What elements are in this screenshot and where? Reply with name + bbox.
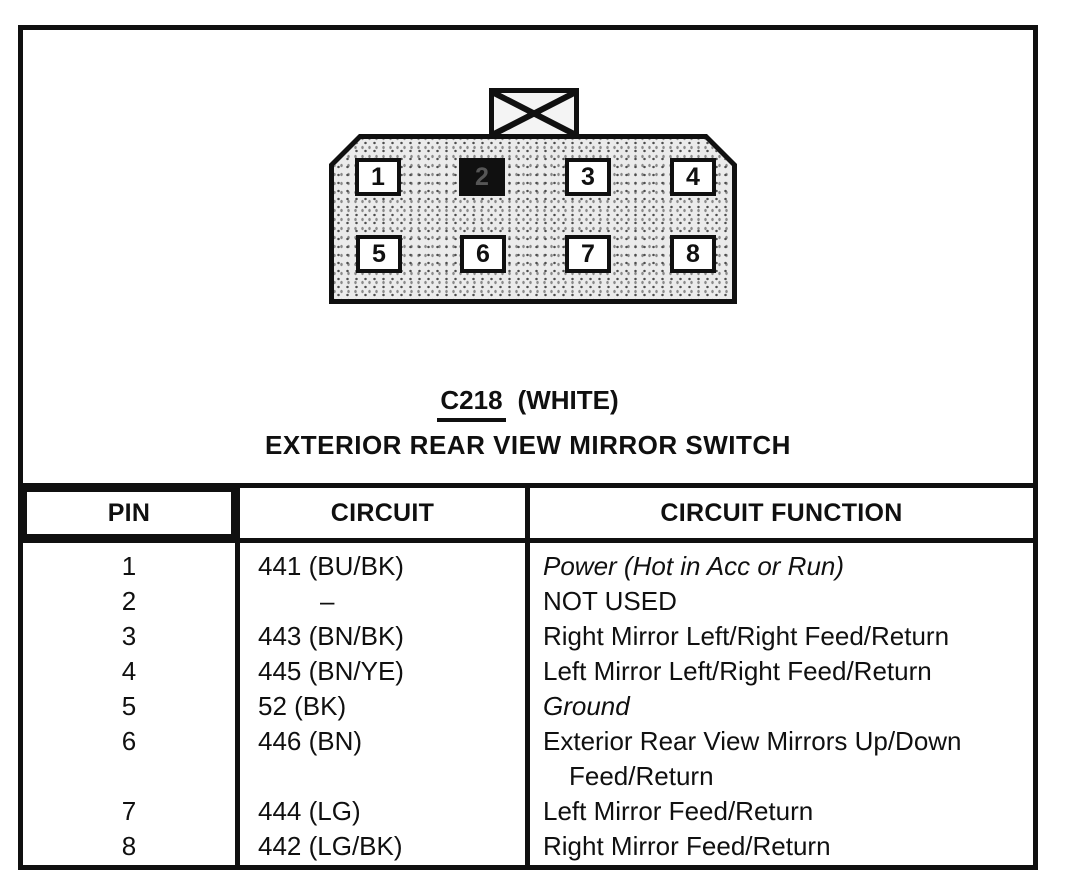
pin-cell: 8 (121, 831, 137, 861)
table-header-circuit: CIRCUIT (330, 499, 435, 527)
table-column-divider-2 (525, 483, 530, 865)
table-column-circuit-function: Power (Hot in Acc or Run) NOT USED Right M… (543, 549, 962, 864)
circuit-cell: 443 (BN/BK) (258, 621, 404, 651)
pin-cell: 2 (121, 586, 137, 616)
circuit-cell: 52 (BK) (258, 691, 347, 721)
connector-color: (WHITE) (517, 385, 619, 415)
connector-id: C218 (437, 385, 506, 422)
circuit-cell: – (320, 586, 335, 616)
connector-locking-tab (489, 88, 579, 139)
function-cell: Exterior Rear View Mirrors Up/Down (543, 726, 962, 756)
connector-pin-6: 6 (460, 235, 506, 273)
circuit-cell: 446 (BN) (258, 726, 363, 756)
circuit-cell: 445 (BN/YE) (258, 656, 404, 686)
table-column-divider-1 (235, 483, 240, 865)
function-cell-wrap: Feed/Return (569, 761, 714, 791)
function-cell: Left Mirror Feed/Return (543, 796, 814, 826)
connector-pin-5: 5 (356, 235, 402, 273)
page-frame: 1 2 3 4 5 6 7 8 C218 (WHITE) EXTERIOR REA… (18, 25, 1038, 870)
pin-cell: 5 (121, 691, 137, 721)
circuit-cell (258, 759, 404, 794)
table-column-pin: 1 2 3 4 5 6 7 8 (23, 549, 235, 864)
pin-cell: 6 (121, 726, 137, 756)
connector-pin-1: 1 (355, 158, 401, 196)
circuit-cell: 444 (LG) (258, 796, 361, 826)
connector-pin-4: 4 (670, 158, 716, 196)
pin-cell: 1 (121, 551, 137, 581)
circuit-cell: 441 (BU/BK) (258, 551, 404, 581)
connector-pin-8: 8 (670, 235, 716, 273)
function-cell: NOT USED (543, 586, 677, 616)
table-header-pin: PIN (23, 488, 235, 538)
connector-pin-3: 3 (565, 158, 611, 196)
function-cell: Left Mirror Left/Right Feed/Return (543, 656, 932, 686)
diagram-area: 1 2 3 4 5 6 7 8 C218 (WHITE) EXTERIOR REA… (23, 30, 1033, 865)
crossed-box-icon (494, 93, 574, 134)
connector-name-label: EXTERIOR REAR VIEW MIRROR SWITCH (265, 430, 791, 460)
table-header-circuit-function: CIRCUIT FUNCTION (660, 499, 903, 527)
circuit-cell: 442 (LG/BK) (258, 831, 403, 861)
connector-pin-2-filled: 2 (459, 158, 505, 196)
pin-cell (23, 759, 235, 794)
pin-cell: 4 (121, 656, 137, 686)
connector-pin-7: 7 (565, 235, 611, 273)
table-column-circuit: 441 (BU/BK) – 443 (BN/BK) 445 (BN/YE) 52 (BK… (258, 549, 404, 864)
function-cell: Ground (543, 691, 630, 721)
pin-cell: 7 (121, 796, 137, 826)
function-cell: Right Mirror Left/Right Feed/Return (543, 621, 950, 651)
connector-id-label: C218 (WHITE) (23, 385, 1033, 422)
function-cell: Power (Hot in Acc or Run) (543, 551, 845, 581)
function-cell: Right Mirror Feed/Return (543, 831, 831, 861)
pin-cell: 3 (121, 621, 137, 651)
